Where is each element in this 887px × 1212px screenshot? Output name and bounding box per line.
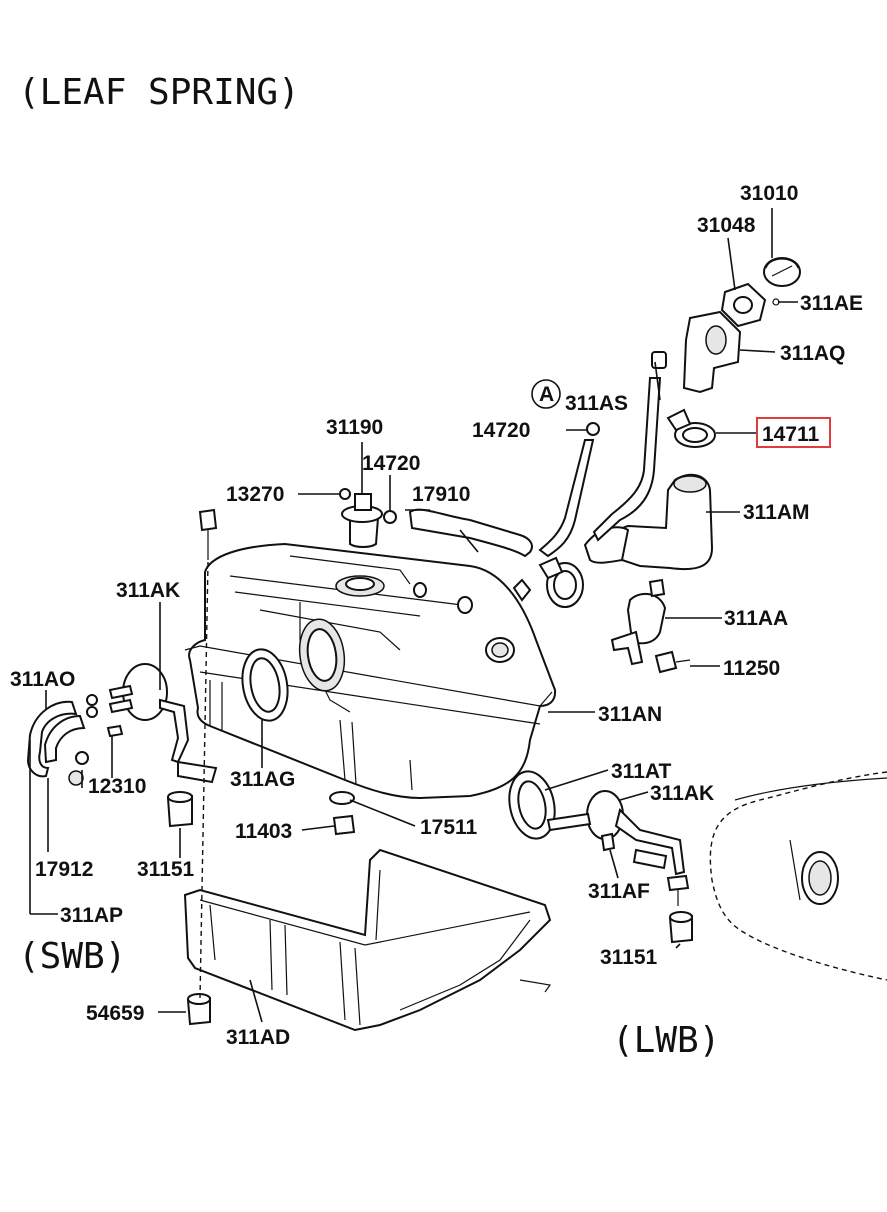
fuel-pump-swb-drawing — [108, 663, 218, 784]
gasket-311ag-drawing — [241, 648, 289, 722]
part-label-13270[interactable]: 13270 — [226, 483, 284, 506]
part-label-311ak-left[interactable]: 311AK — [116, 579, 180, 602]
leader-lines — [29, 208, 798, 1023]
part-label-311ag[interactable]: 311AG — [230, 768, 295, 791]
part-label-311af[interactable]: 311AF — [588, 880, 650, 903]
caption-swb: (SWB) — [18, 936, 126, 977]
caption-lwb: (LWB) — [612, 1020, 720, 1061]
part-label-12310[interactable]: 12310 — [88, 775, 146, 798]
part-label-311ae[interactable]: 311AE — [800, 292, 863, 315]
callout-circle-a — [531, 379, 561, 409]
fuel-tank-drawing — [184, 542, 557, 800]
part-label-11250[interactable]: 11250 — [723, 657, 780, 680]
part-label-311at[interactable]: 311AT — [611, 760, 671, 783]
caption-leaf-spring: (LEAF SPRING) — [18, 72, 300, 113]
part-label-31151-right[interactable]: 31151 — [600, 946, 658, 969]
filler-neck-drawing — [682, 310, 742, 394]
grommet-31151-left-drawing — [166, 791, 193, 828]
part-label-54659[interactable]: 54659 — [86, 1002, 144, 1025]
part-label-311ak-right[interactable]: 311AK — [650, 782, 714, 805]
part-label-31048[interactable]: 31048 — [697, 214, 756, 237]
part-label-17511[interactable]: 17511 — [420, 816, 478, 839]
part-label-311ap[interactable]: 311AP — [60, 904, 123, 927]
grommet-31151-right-drawing — [668, 911, 693, 944]
highlight-box-14711 — [756, 417, 831, 448]
part-label-31010[interactable]: 31010 — [740, 182, 798, 205]
part-label-311aq[interactable]: 311AQ — [780, 342, 845, 365]
part-label-14720-upper[interactable]: 14720 — [472, 419, 530, 442]
part-label-11403[interactable]: 11403 — [235, 820, 292, 843]
part-label-311aa[interactable]: 311AA — [724, 607, 788, 630]
drain-plug-drawing — [329, 791, 356, 836]
callout-letter-a: A — [539, 383, 554, 406]
hose-clamp-14711-drawing — [666, 408, 716, 448]
sender-unit-31190-drawing — [339, 488, 397, 548]
bolt-11250-drawing — [654, 650, 691, 674]
part-label-17910[interactable]: 17910 — [412, 483, 470, 506]
tank-clamp-drawing — [512, 556, 584, 608]
gasket-311at-drawing — [508, 770, 556, 840]
fuel-pump-lwb-drawing — [546, 790, 686, 876]
part-label-311am[interactable]: 311AM — [743, 501, 810, 524]
skid-plate-drawing — [183, 848, 552, 1032]
stud-bolt-drawing — [198, 508, 218, 560]
gasket-31048-drawing — [720, 282, 780, 328]
part-label-14720-lower[interactable]: 14720 — [362, 452, 420, 475]
part-label-31190[interactable]: 31190 — [326, 416, 383, 439]
part-label-311as[interactable]: 311AS — [565, 392, 628, 415]
breather-pipe-drawing — [592, 351, 667, 542]
fitting-12310-drawing — [106, 724, 124, 738]
bracket-311aa-drawing — [610, 578, 667, 666]
part-label-311ad[interactable]: 311AD — [226, 1026, 290, 1049]
vent-hose-drawing — [538, 422, 600, 558]
part-label-311ao[interactable]: 311AO — [10, 668, 75, 691]
hose-17910-drawing — [408, 508, 533, 558]
filler-cap-drawing — [763, 257, 801, 287]
part-label-14711[interactable]: 14711 — [762, 423, 820, 446]
grommet-54659-drawing — [186, 993, 211, 1026]
hose-311ao-drawing — [26, 694, 98, 786]
lwb-tank-outline-drawing — [709, 771, 887, 981]
part-label-311an[interactable]: 311AN — [598, 703, 662, 726]
part-label-31151-left[interactable]: 31151 — [137, 858, 195, 881]
part-label-17912[interactable]: 17912 — [35, 858, 93, 881]
bolt-311af-drawing — [666, 874, 690, 906]
